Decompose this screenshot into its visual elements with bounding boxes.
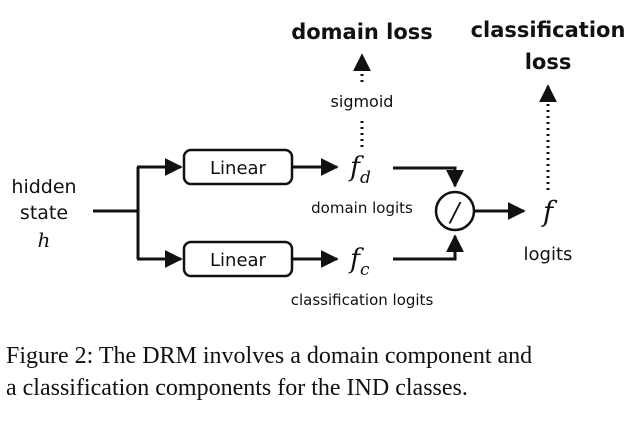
f-symbol: f [541,195,558,228]
hidden-state-label-line-1: hidden [11,176,76,198]
hidden-state-symbol: h [38,228,51,252]
linear-top-label: Linear [210,158,267,179]
divide-operator-symbol: / [448,198,462,228]
connector-fc-to-divide [393,234,464,261]
drm-architecture-diagram: domain loss classification loss sigmoid … [11,18,626,309]
caption-line-2: a classification components for the IND … [6,375,468,401]
logits-label: logits [524,244,573,265]
fc-symbol: fc [348,244,370,280]
hidden-state-label-line-2: state [20,202,68,224]
domain-logits-label: domain logits [311,199,413,217]
classification-loss-label-line-2: loss [525,50,572,74]
classification-logits-label: classification logits [291,291,434,309]
classification-loss-label-line-1: classification [471,18,626,42]
domain-loss-label: domain loss [291,20,433,44]
sigmoid-label: sigmoid [331,92,394,111]
connector-fd-to-divide [393,166,464,188]
fd-symbol: fd [348,152,371,188]
figure-caption: Figure 2: The DRM involves a domain comp… [6,340,636,404]
caption-line-1: Figure 2: The DRM involves a domain comp… [6,343,533,369]
linear-bottom-label: Linear [210,250,267,271]
